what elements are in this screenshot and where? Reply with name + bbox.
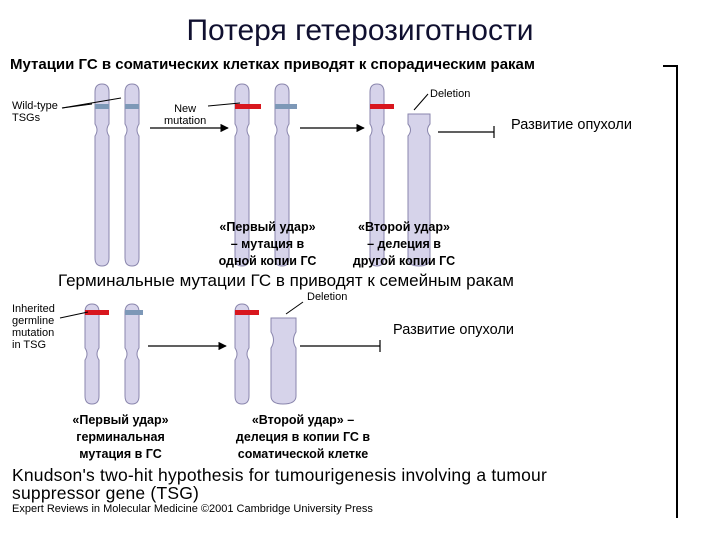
- new-mutation-label: New mutation: [164, 103, 207, 127]
- mutant-band: [235, 310, 259, 315]
- wildtype-band: [95, 104, 109, 109]
- wildtype-pointer: [61, 97, 122, 109]
- mutant-band: [235, 104, 261, 109]
- deletion-label: Deletion: [307, 291, 348, 303]
- chromosome: [124, 83, 140, 267]
- mutant-band: [85, 310, 109, 315]
- chromosome: [84, 303, 100, 405]
- chromosome: [234, 303, 250, 405]
- section2-heading: Герминальные мутации ГС в приводят к сем…: [58, 271, 514, 290]
- tumor-development-label: Развитие опухоли: [393, 322, 514, 338]
- hypothesis-caption: Knudson's two-hit hypothesis for tumouri…: [12, 465, 548, 503]
- inherited-pointer: [59, 311, 89, 319]
- deletion-pointer: [285, 301, 304, 315]
- chromosome-pair-first-hit: [234, 83, 297, 267]
- chromosome: [369, 83, 385, 267]
- deleted-chromosome: [270, 317, 297, 405]
- inherited-label: Inherited germline mutation in TSG: [12, 303, 55, 351]
- first-hit-caption: «Первый удар» герминальная мутация в ГС: [72, 413, 169, 461]
- section-bracket: [663, 65, 678, 518]
- second-hit-caption: «Второй удар» – делеция в другой копии Г…: [352, 220, 456, 268]
- chromosome: [124, 303, 140, 405]
- wildtype-band: [275, 104, 297, 109]
- second-hit-caption: «Второй удар» – делеция в копии ГС в сом…: [235, 413, 371, 461]
- chromosome-pair-deletion: [234, 303, 297, 405]
- chromosome-pair-inherited: [84, 303, 143, 405]
- deleted-chromosome: [407, 113, 431, 267]
- new-mutation-pointer: [207, 102, 241, 107]
- chromosome-pair-second-hit: [369, 83, 431, 267]
- chromosome-pair-wildtype: [94, 83, 140, 267]
- mutant-band: [370, 104, 394, 109]
- credit-line: Expert Reviews in Molecular Medicine ©20…: [12, 503, 373, 515]
- page-title: Потеря гетерозиготности: [186, 14, 534, 47]
- wildtype-band: [125, 310, 143, 315]
- deletion-label: Deletion: [430, 88, 471, 100]
- wildtype-label: Wild-type TSGs: [12, 100, 58, 124]
- chromosome: [274, 83, 290, 267]
- first-hit-caption: «Первый удар» – мутация в одной копии ГС: [218, 220, 317, 268]
- deletion-pointer: [413, 93, 429, 111]
- section1-heading: Мутации ГС в соматических клетках привод…: [10, 56, 535, 73]
- tumor-development-label: Развитие опухоли: [511, 117, 632, 133]
- chromosome: [94, 83, 110, 267]
- chromosome: [234, 83, 250, 267]
- wildtype-band: [125, 104, 139, 109]
